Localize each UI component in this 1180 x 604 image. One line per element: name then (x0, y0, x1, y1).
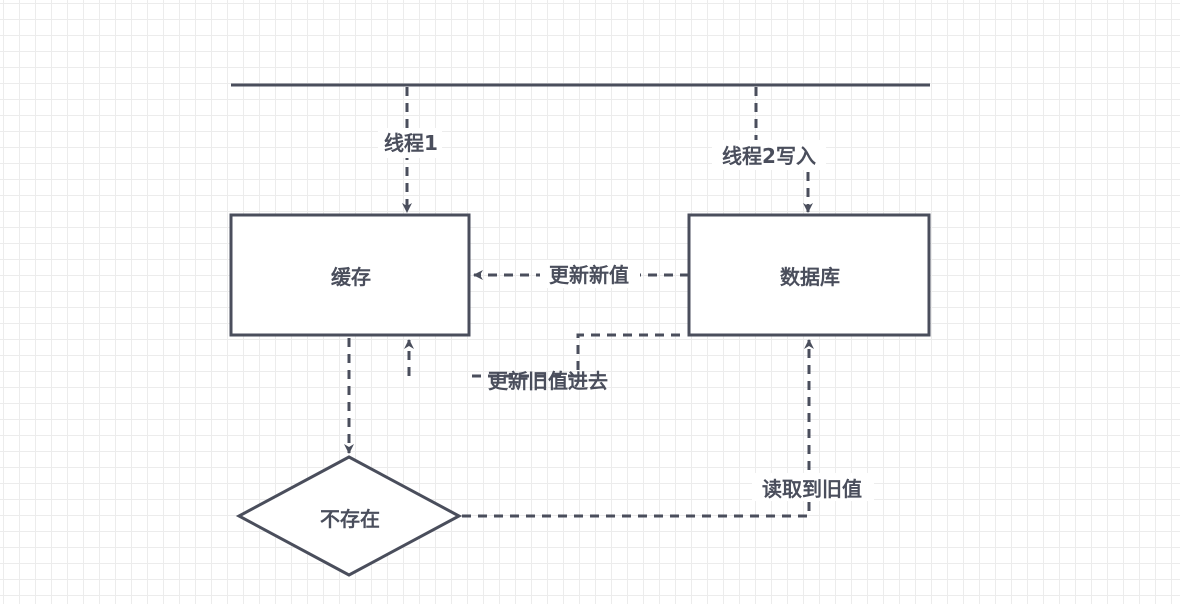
node-label-not-exist: 不存在 (320, 507, 380, 531)
node-label-database: 数据库 (780, 265, 840, 289)
edge-thread1[interactable]: 线程1 (378, 87, 442, 213)
edge-label-update-new-value: 更新新值 (549, 263, 629, 287)
edge-thread2-write[interactable]: 线程2写入 (712, 87, 826, 213)
edge-update-new-value[interactable]: 更新新值 (473, 260, 689, 288)
node-not-exist[interactable]: 不存在 (235, 455, 463, 577)
edge-read-old-value[interactable]: 读取到旧值 (462, 339, 874, 518)
edge-label-thread1: 线程1 (384, 131, 438, 155)
node-label-cache: 缓存 (331, 265, 371, 289)
node-database[interactable]: 数据库 (687, 213, 931, 337)
edge-update-old-value[interactable]: 更新旧值进去 (404, 333, 680, 393)
node-cache[interactable]: 缓存 (229, 213, 471, 337)
edge-label-update-old-value: 更新旧值进去 (488, 369, 608, 393)
edge-label-thread2-write: 线程2写入 (722, 144, 816, 168)
edge-label-read-old-value: 读取到旧值 (762, 477, 862, 501)
